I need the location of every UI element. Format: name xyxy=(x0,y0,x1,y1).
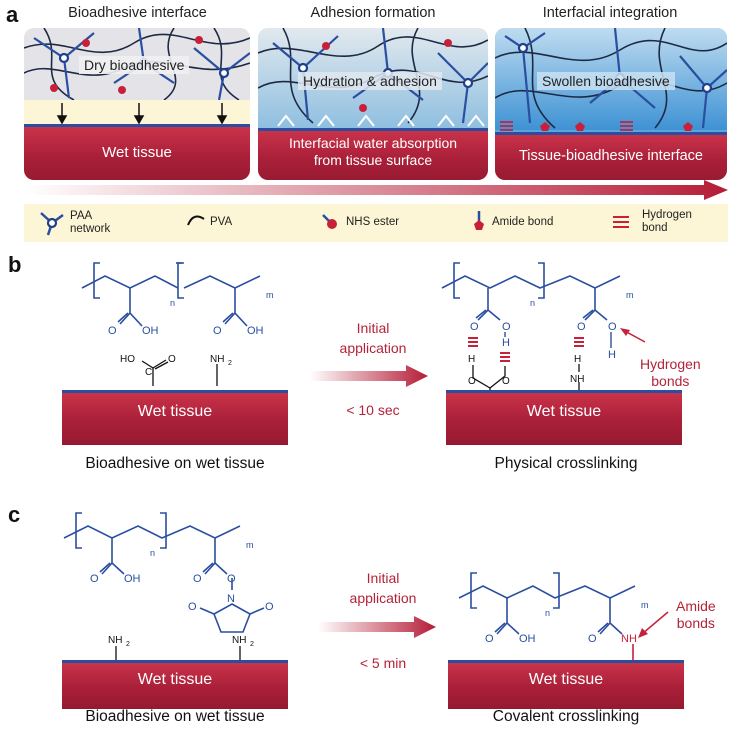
svg-text:C: C xyxy=(145,367,152,378)
wet-tissue-b-left: Wet tissue xyxy=(62,390,288,445)
caption-b-right: Physical crosslinking xyxy=(494,455,638,472)
application-arrow-c xyxy=(318,616,436,638)
tissue-label: Wet tissue xyxy=(528,671,604,688)
tissue-label: Wet tissue xyxy=(137,403,213,420)
wet-tissue-c-right: Wet tissue xyxy=(448,660,684,709)
hydrogen-bonds-annotation: Hydrogen bonds xyxy=(640,356,701,389)
svg-text:NH: NH xyxy=(621,633,637,645)
svg-text:O: O xyxy=(265,601,274,613)
swollen-label: Swollen bioadhesive xyxy=(537,72,675,90)
dry-bioadhesive-box: Dry bioadhesive Wet tissue xyxy=(24,28,250,180)
svg-text:m: m xyxy=(246,540,254,550)
hydration-label: Hydration & adhesion xyxy=(298,72,442,90)
svg-text:H: H xyxy=(608,349,616,361)
svg-text:OH: OH xyxy=(124,573,141,585)
amide-bonds-annotation: Amide bonds xyxy=(676,598,716,631)
legend-pva: PVA xyxy=(210,216,233,228)
time-b: < 10 sec xyxy=(346,402,400,418)
legend-nhs: NHS ester xyxy=(346,216,400,228)
panel-a-title-2: Adhesion formation xyxy=(310,5,436,21)
svg-text:O: O xyxy=(468,376,476,387)
svg-text:m: m xyxy=(266,290,274,300)
amide-annotation-arrow xyxy=(638,611,669,638)
pva-icon xyxy=(187,215,205,226)
svg-text:OH: OH xyxy=(247,325,264,337)
tissue-label: Wet tissue xyxy=(102,144,172,161)
svg-text:OH: OH xyxy=(519,633,536,645)
svg-text:HO: HO xyxy=(120,354,135,365)
svg-text:n: n xyxy=(170,298,175,308)
svg-text:O: O xyxy=(502,376,510,387)
panel-a-letter: a xyxy=(6,2,19,27)
svg-text:2: 2 xyxy=(228,360,232,367)
caption-b-left: Bioadhesive on wet tissue xyxy=(85,455,265,472)
svg-text:O: O xyxy=(193,573,202,585)
svg-text:OH: OH xyxy=(142,325,159,337)
svg-text:O: O xyxy=(502,321,511,333)
svg-text:H: H xyxy=(574,354,581,365)
polymer-nhs-structure: n m O OH O O N O O NH 2 NH 2 xyxy=(63,512,274,666)
svg-text:NH: NH xyxy=(570,374,584,385)
polymer-structure-right: n m O O H O O H H O O H NH xyxy=(441,262,646,392)
svg-text:m: m xyxy=(641,600,649,610)
legend-amide: Amide bond xyxy=(492,216,554,228)
time-c: < 5 min xyxy=(359,655,407,671)
panel-c-letter: c xyxy=(8,502,21,527)
hydrogen-bond-icon xyxy=(613,216,629,228)
hydration-box: Hydration & adhesion Interfacial water a… xyxy=(258,28,488,180)
wet-tissue-c-left: Wet tissue xyxy=(62,660,288,709)
svg-text:H: H xyxy=(502,337,510,349)
wet-tissue-a1: Wet tissue xyxy=(24,124,250,180)
caption-c-left: Bioadhesive on wet tissue xyxy=(85,708,265,725)
wet-tissue-b-right: Wet tissue xyxy=(446,390,682,445)
legend: PAA network PVA NHS ester Amide bond Hyd… xyxy=(24,204,728,242)
interface-label: Tissue-bioadhesive interface xyxy=(518,148,704,164)
water-absorption-label: Interfacial water absorption from tissue… xyxy=(288,135,458,168)
caption-c-right: Covalent crosslinking xyxy=(492,708,640,725)
application-arrow-b xyxy=(310,365,428,387)
svg-text:H: H xyxy=(468,354,475,365)
svg-text:n: n xyxy=(150,548,155,558)
arrow-label-b: Initial application xyxy=(339,320,407,356)
paa-network-icon xyxy=(40,212,64,236)
tissue-label: Wet tissue xyxy=(137,671,213,688)
svg-text:O: O xyxy=(470,321,479,333)
svg-text:O: O xyxy=(213,325,222,337)
panel-b-letter: b xyxy=(8,252,22,277)
svg-text:O: O xyxy=(188,601,197,613)
panel-a-title-3: Interfacial integration xyxy=(542,5,678,21)
panel-a-title-1: Bioadhesive interface xyxy=(68,5,207,21)
polymer-network-graphic xyxy=(24,28,250,126)
legend-hydrogen: Hydrogen bond xyxy=(642,209,692,234)
wet-tissue-a2: Interfacial water absorption from tissue… xyxy=(258,128,488,180)
arrow-label-c: Initial application xyxy=(349,570,417,606)
svg-text:NH: NH xyxy=(210,354,224,365)
wet-tissue-a3: Tissue-bioadhesive interface xyxy=(495,132,727,180)
svg-text:O: O xyxy=(588,633,597,645)
svg-text:O: O xyxy=(608,321,617,333)
svg-text:O: O xyxy=(168,354,176,365)
dry-bioadhesive-label: Dry bioadhesive xyxy=(79,56,190,74)
svg-text:O: O xyxy=(577,321,586,333)
swollen-box: Swollen bioadhesive Tissue-bioadhesive i… xyxy=(495,28,727,180)
svg-text:n: n xyxy=(545,608,550,618)
nhs-ester-icon xyxy=(322,214,337,229)
svg-text:2: 2 xyxy=(126,641,130,648)
svg-text:m: m xyxy=(626,290,634,300)
svg-text:n: n xyxy=(530,298,535,308)
svg-text:2: 2 xyxy=(250,641,254,648)
svg-text:O: O xyxy=(485,633,494,645)
svg-text:N: N xyxy=(227,593,235,605)
svg-text:O: O xyxy=(227,573,236,585)
svg-text:O: O xyxy=(108,325,117,337)
svg-text:O: O xyxy=(90,573,99,585)
legend-paa: PAA network xyxy=(70,210,111,235)
tissue-label: Wet tissue xyxy=(526,403,602,420)
polymer-structure-left: n m O OH O OH HO C O NH 2 xyxy=(81,262,274,386)
progression-arrow xyxy=(24,180,728,200)
polymer-amide-structure: n m O OH O NH xyxy=(458,572,649,662)
svg-text:NH: NH xyxy=(232,635,246,646)
svg-text:NH: NH xyxy=(108,635,122,646)
amide-bond-icon xyxy=(474,211,484,230)
